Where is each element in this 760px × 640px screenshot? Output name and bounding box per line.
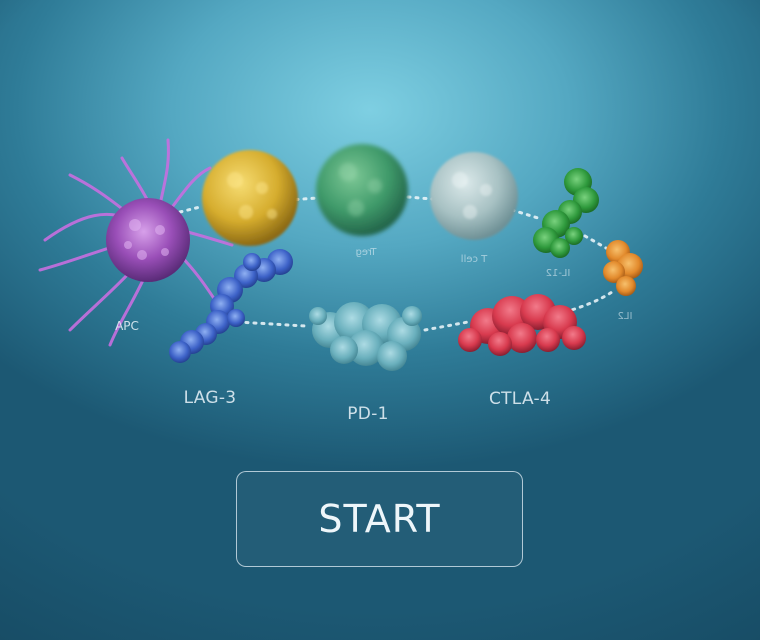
pd1-label: PD-1 xyxy=(347,404,389,424)
path-pd1-ctla4 xyxy=(423,320,470,332)
apc-cell-icon xyxy=(38,138,234,347)
path-tcell-il12 xyxy=(510,208,540,220)
t-cell-icon xyxy=(430,152,518,240)
pd1-protein-icon xyxy=(309,302,422,371)
il2-label: IL2 xyxy=(617,311,633,322)
path-bcell-tcell xyxy=(406,195,434,201)
start-button-label: START xyxy=(318,497,441,541)
path-lag3-pd1 xyxy=(236,320,307,328)
connection-paths xyxy=(178,195,614,332)
start-button[interactable]: START xyxy=(236,471,523,567)
ctla4-label: CTLA-4 xyxy=(488,389,552,409)
il2-protein-icon xyxy=(603,240,643,296)
b-cell-icon xyxy=(316,144,408,236)
treg-cell-icon xyxy=(202,150,298,246)
t-cell-label: T cell xyxy=(460,254,488,265)
apc-label: APC xyxy=(115,319,139,333)
path-treg-bcell xyxy=(286,196,320,202)
il12-label: IL-12 xyxy=(545,268,571,279)
lag3-label: LAG-3 xyxy=(183,388,237,408)
path-il12-il2 xyxy=(583,234,608,250)
ctla4-protein-icon xyxy=(458,294,586,356)
path-ctla4-il2 xyxy=(563,290,614,314)
il12-protein-icon xyxy=(533,168,599,258)
lag3-protein-icon xyxy=(169,249,293,363)
treg-label: Treg xyxy=(355,247,377,258)
path-apc-treg xyxy=(178,205,202,214)
